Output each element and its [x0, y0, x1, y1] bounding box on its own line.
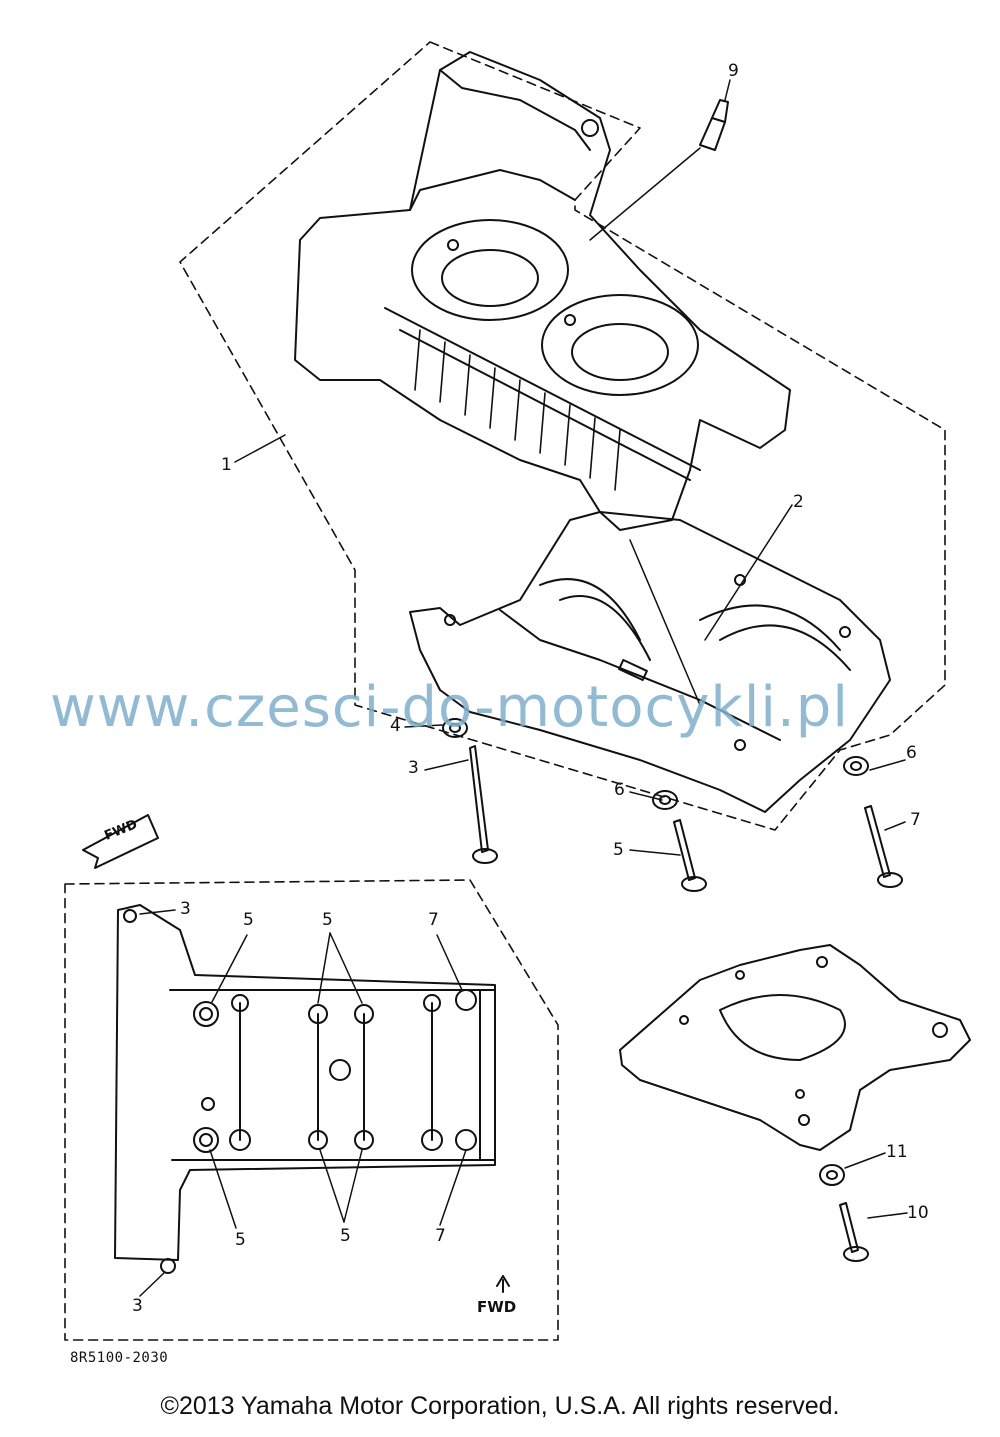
callout-6-left: 6 — [614, 780, 625, 800]
inset-bottom-view — [64, 879, 559, 1341]
callout-5: 5 — [613, 840, 624, 860]
inset-callout-7-top-right: 7 — [428, 910, 439, 930]
lower-crankcase — [409, 511, 891, 813]
callout-1: 1 — [221, 455, 232, 475]
copyright-notice: ©2013 Yamaha Motor Corporation, U.S.A. A… — [160, 1392, 840, 1420]
fasteners — [442, 718, 903, 1262]
callout-6-right: 6 — [906, 743, 917, 763]
inset-callout-3-top: 3 — [180, 899, 191, 919]
inset-callout-3-bottom: 3 — [132, 1296, 143, 1316]
cover-plate — [619, 944, 971, 1151]
leader-lines — [234, 79, 908, 1219]
fwd-arrow-shape — [82, 814, 159, 869]
inset-fwd-label: FWD — [477, 1298, 517, 1316]
drawing-code: 8R5100-2030 — [70, 1350, 169, 1366]
callout-7: 7 — [910, 810, 921, 830]
watermark-url: www.czesci-do-motocykli.pl — [50, 675, 849, 740]
callout-4: 4 — [390, 716, 401, 736]
callout-11: 11 — [886, 1142, 908, 1162]
callout-10: 10 — [907, 1203, 929, 1223]
callout-3: 3 — [408, 758, 419, 778]
upper-crankcase — [294, 51, 791, 531]
part-9-plug — [699, 99, 729, 151]
callout-9: 9 — [728, 61, 739, 81]
inset-callout-5-top-middle: 5 — [322, 910, 333, 930]
inset-callout-5-bottom-middle: 5 — [340, 1226, 351, 1246]
inset-callout-5-bottom-left: 5 — [235, 1230, 246, 1250]
callout-2: 2 — [793, 492, 804, 512]
inset-callout-5-top-left: 5 — [243, 910, 254, 930]
inset-callout-7-bottom-right: 7 — [435, 1226, 446, 1246]
